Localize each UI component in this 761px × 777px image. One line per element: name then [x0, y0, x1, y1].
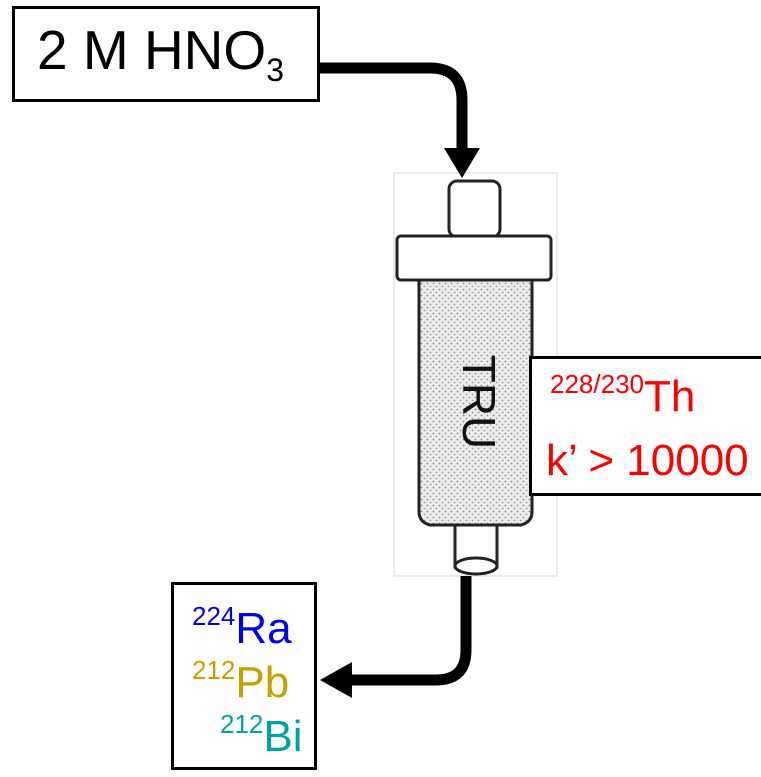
eluate-box: 224Ra 212Pb 212Bi: [171, 582, 317, 770]
eluate-isotope-element: Bi: [263, 712, 303, 761]
column-label: TRU: [453, 355, 505, 450]
column-outlet-opening: [453, 556, 499, 576]
retained-isotope: 228/230Th: [550, 371, 696, 421]
eluent-subscript: 3: [266, 52, 284, 88]
column-inlet: [447, 179, 502, 239]
eluent-label: 2 M HNO3: [37, 23, 284, 87]
outflow-arrow-head: [320, 662, 352, 698]
retained-species-box: 228/230Th k’ > 10000: [529, 356, 761, 496]
inflow-arrow-line: [320, 62, 468, 150]
eluate-isotope-mass: 212: [220, 709, 264, 739]
column-cap: [395, 234, 553, 282]
outflow-arrow-line: [348, 576, 472, 686]
eluent-formula: 2 M HNO: [37, 19, 267, 81]
eluate-isotope-element: Pb: [235, 658, 290, 707]
eluate-isotope-pb: 212Pb: [192, 657, 290, 707]
column-resin-bed: [417, 278, 534, 527]
eluate-isotope-ra: 224Ra: [192, 603, 292, 653]
capacity-factor: k’ > 10000: [546, 436, 749, 485]
eluate-isotope-mass: 212: [192, 655, 236, 685]
eluent-box: 2 M HNO3: [12, 6, 320, 102]
retained-isotope-element: Th: [643, 372, 696, 421]
eluate-isotope-element: Ra: [235, 604, 292, 653]
inflow-arrow-head: [444, 148, 480, 178]
eluate-isotope-mass: 224: [192, 601, 236, 631]
retained-isotope-mass: 228/230: [550, 369, 644, 399]
eluate-isotope-bi: 212Bi: [220, 711, 303, 761]
